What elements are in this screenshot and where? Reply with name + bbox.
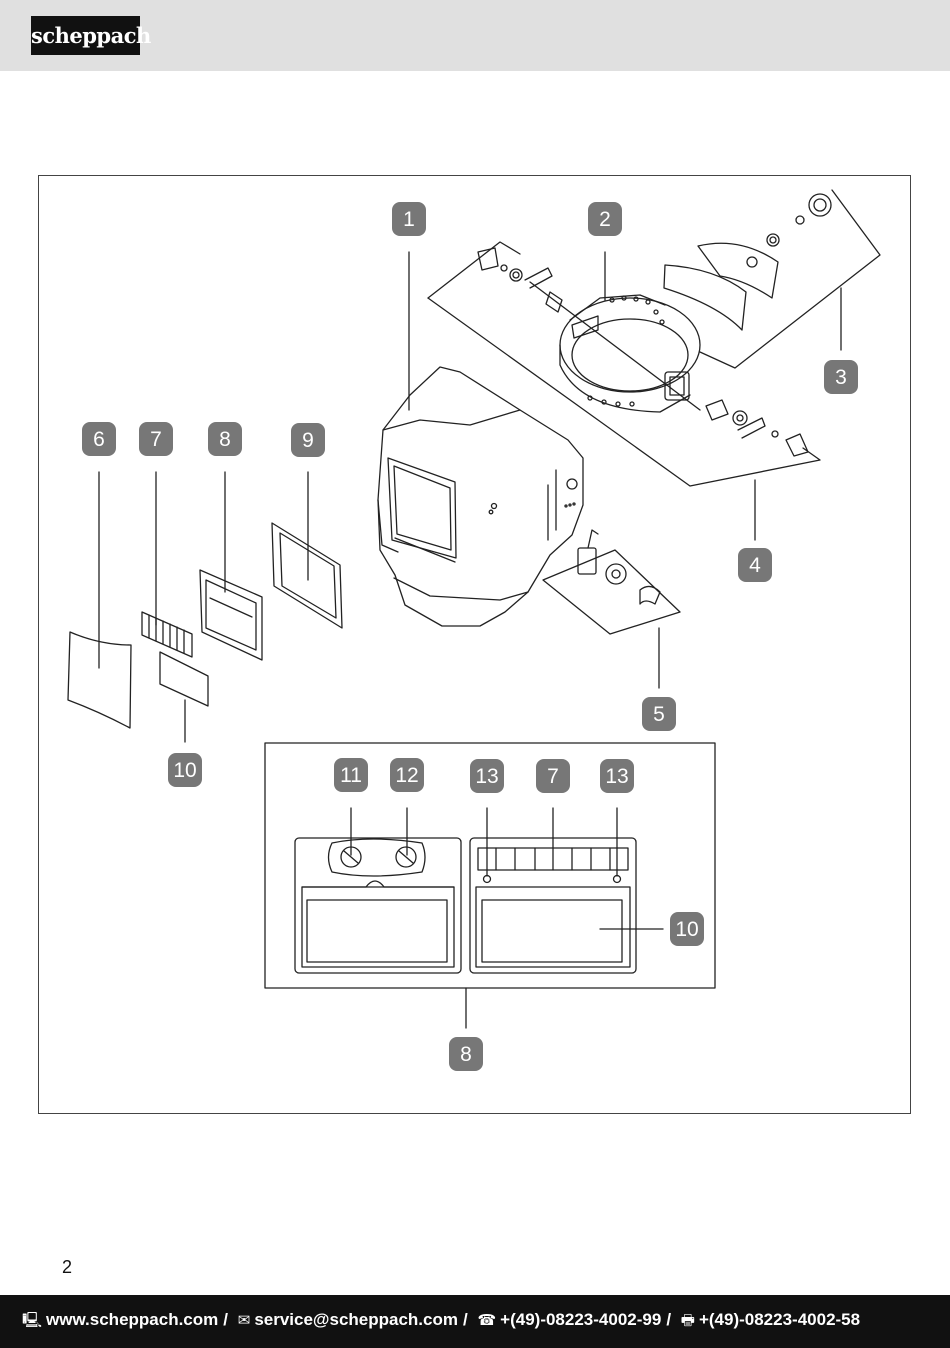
inner-protection-lens	[159, 651, 209, 707]
callout-c8b: 8	[449, 1037, 483, 1071]
callout-label: 10	[675, 918, 698, 941]
callout-badge-bg	[208, 422, 242, 456]
mail-icon: ✉	[237, 1311, 251, 1329]
callout-c9: 9	[291, 423, 325, 457]
callout-c13a: 13	[470, 759, 504, 793]
callout-c12: 12	[390, 758, 424, 792]
callout-label: 2	[599, 208, 611, 231]
callout-badge-bg	[291, 423, 325, 457]
callout-badge-bg	[470, 759, 504, 793]
callout-badge-bg	[139, 422, 173, 456]
callout-badge-bg	[82, 422, 116, 456]
callout-c10: 10	[168, 753, 202, 787]
callout-badge-bg	[449, 1037, 483, 1071]
callout-label: 8	[219, 428, 231, 451]
callout-c1: 1	[392, 202, 426, 236]
callout-c11: 11	[334, 758, 368, 792]
callout-leader-lines	[98, 251, 842, 1029]
phone-icon: ☎	[477, 1311, 497, 1329]
callout-label: 9	[302, 429, 314, 452]
callout-badge-bg	[600, 759, 634, 793]
callout-label: 7	[150, 428, 162, 451]
callout-badge-bg	[642, 697, 676, 731]
header-bar: scheppach	[0, 0, 950, 71]
callout-c6: 6	[82, 422, 116, 456]
phone-number: +(49)-08223-4002-99	[500, 1310, 662, 1329]
headband-assembly	[529, 281, 701, 413]
callout-badge-bg	[168, 753, 202, 787]
callout-label: 13	[475, 765, 498, 788]
separator: /	[223, 1310, 228, 1329]
callout-label: 6	[93, 428, 105, 451]
callout-label: 3	[835, 366, 847, 389]
callout-label: 13	[605, 765, 628, 788]
callout-badge-bg	[738, 548, 772, 582]
callout-badge-bg	[588, 202, 622, 236]
callout-c2: 2	[588, 202, 622, 236]
callout-badge-bg	[824, 360, 858, 394]
welding-helmet-shell	[377, 366, 584, 627]
callout-label: 4	[749, 554, 761, 577]
separator: /	[463, 1310, 468, 1329]
callout-label: 7	[547, 765, 559, 788]
callout-c4: 4	[738, 548, 772, 582]
filter-strip	[141, 611, 193, 658]
outer-cover-lens	[67, 631, 132, 729]
callout-label: 12	[395, 764, 418, 787]
callout-badge-bg	[334, 758, 368, 792]
callout-c5: 5	[642, 697, 676, 731]
callout-badge-bg	[390, 758, 424, 792]
inner-frame	[271, 522, 343, 629]
callout-label: 10	[173, 759, 196, 782]
callout-label: 5	[653, 703, 665, 726]
battery-compartment-parts	[542, 529, 681, 635]
callout-badge-bg	[670, 912, 704, 946]
sweatband-part	[427, 189, 881, 369]
diagram-frame	[38, 175, 911, 1114]
brand-logo: scheppach	[31, 16, 151, 55]
page-number: 2	[62, 1257, 73, 1277]
contact-footer: 🖳www.scheppach.com/ ✉service@scheppach.c…	[0, 1295, 950, 1348]
callout-c13b: 13	[600, 759, 634, 793]
callout-label: 11	[340, 764, 362, 787]
callout-badge-bg	[392, 202, 426, 236]
computer-icon: 🖳	[22, 1311, 43, 1329]
callout-badge-bg	[536, 759, 570, 793]
email-link[interactable]: service@scheppach.com	[254, 1310, 458, 1329]
separator: /	[666, 1310, 672, 1329]
adjustment-knobs	[427, 247, 821, 487]
callout-c8: 8	[208, 422, 242, 456]
callout-c10b: 10	[670, 912, 704, 946]
filter-cassette	[199, 569, 263, 661]
callout-c7b: 7	[536, 759, 570, 793]
callout-label: 8	[460, 1043, 472, 1066]
callout-c3: 3	[824, 360, 858, 394]
callout-c7: 7	[139, 422, 173, 456]
website-link[interactable]: www.scheppach.com	[46, 1310, 219, 1329]
fax-number: +(49)-08223-4002-58	[698, 1310, 861, 1329]
fax-icon: 🖶	[680, 1311, 695, 1329]
callout-label: 1	[403, 208, 415, 231]
